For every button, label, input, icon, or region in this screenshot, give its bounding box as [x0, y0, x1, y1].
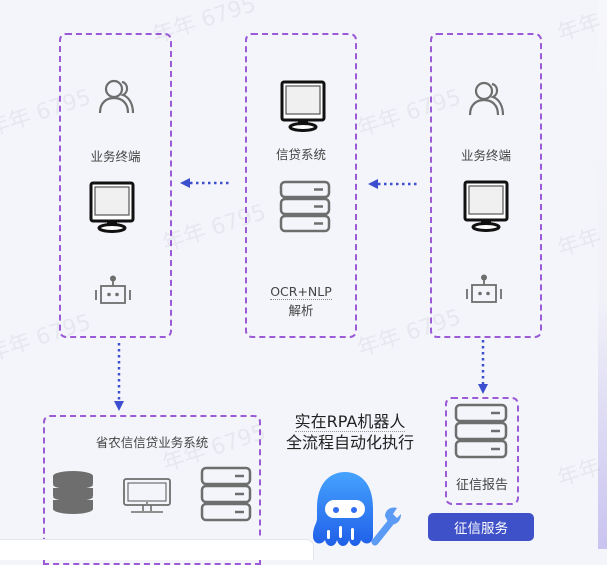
robot-icon	[466, 274, 502, 303]
monitor-icon	[89, 181, 135, 233]
left-terminal-label: 业务终端	[90, 149, 141, 164]
credit-service-button[interactable]: 征信服务	[428, 513, 534, 541]
server-icon	[279, 180, 331, 233]
credit-system-label: 信贷系统	[275, 147, 326, 162]
monitor-icon	[123, 478, 171, 513]
monitor-icon	[463, 180, 509, 232]
credit-report-box	[445, 397, 519, 505]
bottom-system-label: 省农信信贷业务系统	[95, 435, 209, 450]
arrow-down-to-bottom-system	[114, 343, 124, 411]
rpa-mascot-icon	[313, 472, 401, 546]
rpa-caption-line2: 全流程自动化执行	[285, 433, 414, 452]
arrow-down-to-credit-report	[478, 340, 488, 394]
rpa-caption: 实在RPA机器人 全流程自动化执行	[275, 411, 425, 453]
arrow-left-to-terminal	[180, 178, 230, 188]
server-icon	[454, 403, 508, 459]
parse-label: 解析	[288, 303, 314, 318]
database-icon	[53, 471, 93, 514]
bottom-overlay-panel	[0, 539, 314, 560]
credit-system-box	[245, 33, 357, 338]
side-panel-edge	[598, 0, 607, 549]
ocr-nlp-label: OCR+NLP	[245, 284, 357, 300]
credit-report-label: 征信报告	[455, 478, 508, 493]
users-icon	[98, 79, 135, 114]
users-icon	[468, 81, 505, 116]
right-terminal-box	[430, 33, 542, 338]
ocr-nlp-text: OCR+NLP	[270, 284, 332, 300]
monitor-icon	[280, 80, 326, 132]
robot-icon	[95, 275, 131, 304]
rpa-caption-line1: 实在RPA机器人	[294, 412, 406, 432]
left-terminal-box	[59, 33, 172, 338]
right-terminal-label: 业务终端	[460, 148, 511, 163]
arrow-left-to-credit-system	[368, 179, 418, 189]
server-icon	[200, 466, 252, 522]
